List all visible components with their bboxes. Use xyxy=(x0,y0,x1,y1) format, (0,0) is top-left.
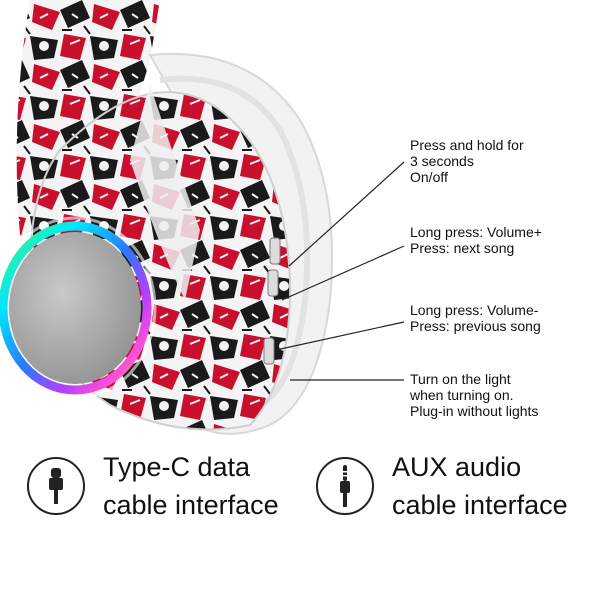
led-ring xyxy=(0,221,152,395)
callout-text: On/off xyxy=(410,169,448,185)
callout-text: when turning on. xyxy=(410,387,514,403)
callout-text: Press and hold for xyxy=(410,137,524,153)
volume-up-button xyxy=(267,269,279,297)
callout-line-volume-up xyxy=(281,245,405,301)
callout-volume-up: Long press: Volume+ Press: next song xyxy=(410,224,542,256)
callout-light: Turn on the light when turning on. Plug-… xyxy=(410,371,538,419)
usb-c-plug-icon xyxy=(27,457,85,515)
feature-aux: AUX audio cable interface xyxy=(316,448,568,524)
callout-power: Press and hold for 3 seconds On/off xyxy=(410,137,524,185)
feature-label: cable interface xyxy=(103,490,279,520)
feature-label: Type-C data xyxy=(103,452,251,482)
callout-text: Press: next song xyxy=(410,240,515,256)
feature-label: AUX audio xyxy=(392,452,522,482)
callout-volume-down: Long press: Volume- Press: previous song xyxy=(410,302,541,334)
callout-text: Turn on the light xyxy=(410,371,511,387)
ear-cap xyxy=(9,232,141,384)
callout-line-volume-down xyxy=(275,321,405,351)
aux-plug-icon xyxy=(316,457,374,515)
callout-text: 3 seconds xyxy=(410,153,474,169)
callout-line-power xyxy=(288,161,405,267)
volume-down-button xyxy=(263,337,275,365)
callout-text: Press: previous song xyxy=(410,318,541,334)
feature-type-c: Type-C data cable interface xyxy=(27,448,279,524)
callout-text: Long press: Volume+ xyxy=(410,224,542,240)
callout-text: Plug-in without lights xyxy=(410,403,539,419)
power-button xyxy=(269,237,281,265)
feature-label: cable interface xyxy=(392,490,568,520)
callout-text: Long press: Volume- xyxy=(410,302,539,318)
